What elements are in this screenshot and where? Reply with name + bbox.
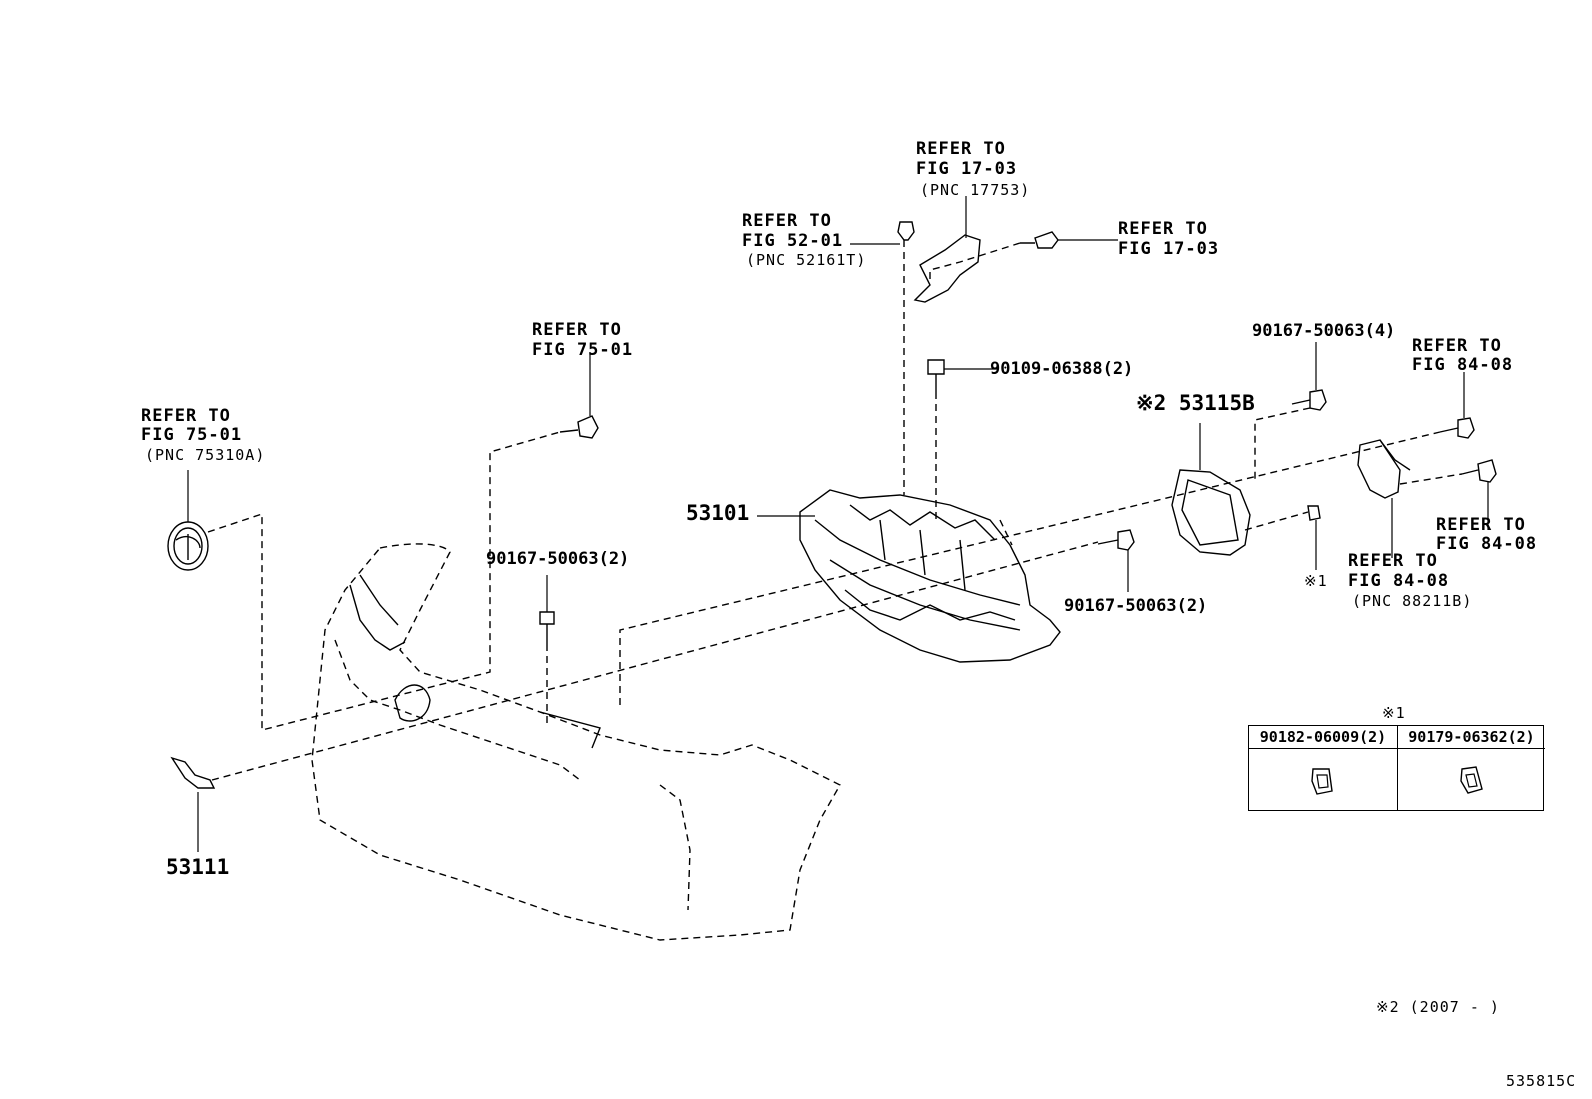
table-col-1-header: 90182-06009(2)	[1249, 726, 1397, 749]
table-note-marker: ※1	[1382, 704, 1406, 722]
clip-icon	[1311, 768, 1333, 795]
bolt-75-01	[559, 415, 599, 439]
refer-fig-75-01-emblem-line1: REFER TO	[141, 406, 231, 426]
refer-fig-84-08-c-line3: (PNC 88211B)	[1352, 592, 1473, 610]
refer-fig-52-01-line3: (PNC 52161T)	[746, 251, 867, 269]
part-90167-50063-2-right: 90167-50063(2)	[1064, 596, 1208, 616]
table-col-2: 90179-06362(2)	[1397, 726, 1545, 810]
radar-sensor-part	[1357, 439, 1411, 499]
figure-code: 535815C	[1506, 1072, 1577, 1090]
refer-fig-84-08-b-line1: REFER TO	[1436, 515, 1526, 535]
refer-fig-75-01-emblem-line2: FIG 75-01	[141, 425, 243, 445]
refer-fig-17-03-top-line3: (PNC 17753)	[920, 181, 1031, 199]
bumper-cover	[311, 543, 841, 941]
refer-fig-84-08-a-line1: REFER TO	[1412, 336, 1502, 356]
refer-fig-52-01-line1: REFER TO	[742, 211, 832, 231]
refer-fig-17-03-right-line2: FIG 17-03	[1118, 239, 1220, 259]
fastener-table: 90182-06009(2) 90179-06362(2)	[1248, 725, 1545, 811]
bolt-90109	[927, 359, 945, 392]
refer-fig-84-08-c-line1: REFER TO	[1348, 551, 1438, 571]
bolt-17-03	[1020, 231, 1059, 249]
nut-icon	[1460, 766, 1483, 794]
sensor-bracket-part	[1171, 469, 1251, 556]
part-90167-50063-4: 90167-50063(4)	[1252, 321, 1396, 341]
bolt-84-08-b	[1461, 459, 1497, 483]
part-53115b: ※2 53115B	[1136, 391, 1255, 415]
top-bracket-part	[913, 234, 981, 303]
lower-bezel-part	[170, 756, 216, 789]
part-90167-50063-2-left: 90167-50063(2)	[486, 549, 630, 569]
emblem-part	[167, 521, 209, 571]
refer-fig-75-01-bolt-line1: REFER TO	[532, 320, 622, 340]
part-53101: 53101	[686, 501, 750, 525]
radiator-grille-part	[799, 489, 1061, 663]
footnote-2: ※2 (2007 - )	[1376, 998, 1500, 1016]
refer-fig-75-01-emblem-line3: (PNC 75310A)	[145, 446, 266, 464]
refer-fig-17-03-top-line1: REFER TO	[916, 139, 1006, 159]
refer-fig-84-08-b-line2: FIG 84-08	[1436, 534, 1538, 554]
refer-fig-84-08-a-line2: FIG 84-08	[1412, 355, 1514, 375]
clip-52161t	[897, 221, 915, 241]
bolt-84-08-a	[1439, 417, 1475, 439]
refer-fig-17-03-top-line2: FIG 17-03	[916, 159, 1018, 179]
assembly-lines	[207, 240, 1463, 781]
leader-lines	[187, 196, 1489, 852]
nut-note1	[1307, 505, 1321, 521]
refer-fig-75-01-bolt-line2: FIG 75-01	[532, 340, 634, 360]
table-col-1: 90182-06009(2)	[1249, 726, 1397, 810]
refer-fig-52-01-line2: FIG 52-01	[742, 231, 844, 251]
refer-fig-84-08-c-line2: FIG 84-08	[1348, 571, 1450, 591]
part-53111: 53111	[166, 855, 230, 879]
table-col-2-header: 90179-06362(2)	[1398, 726, 1545, 749]
part-90109-06388: 90109-06388(2)	[990, 359, 1134, 379]
note-1-callout: ※1	[1304, 572, 1328, 590]
refer-fig-17-03-right-line1: REFER TO	[1118, 219, 1208, 239]
bolt-90167-4	[1291, 389, 1327, 411]
bolt-90167-right	[1097, 529, 1135, 551]
bolt-90167-left	[539, 611, 555, 644]
